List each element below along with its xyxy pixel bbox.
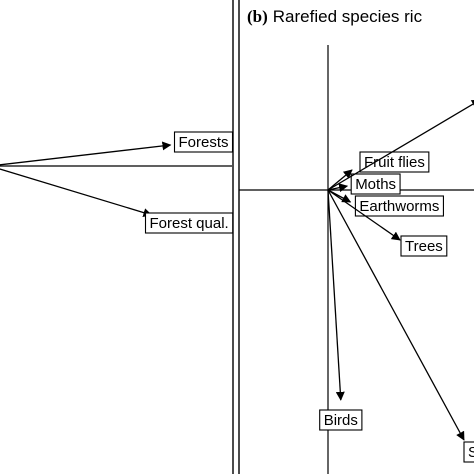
vector-label-box xyxy=(350,173,401,195)
right-panel: (b)Rarefied species ric Fruit fliesMoths… xyxy=(238,0,474,474)
vector-label: S xyxy=(463,441,474,463)
vector-arrow xyxy=(327,183,349,193)
right-panel-frame xyxy=(238,0,240,474)
vector-label: Trees xyxy=(400,235,448,257)
vector-label-text: Moths xyxy=(355,176,396,193)
vector-label: Forests xyxy=(173,131,234,153)
vector-label: Fruit flies xyxy=(359,151,430,173)
vector-label-text: Birds xyxy=(324,412,358,429)
vector-label-box xyxy=(354,195,444,217)
vector-arrow xyxy=(327,189,401,241)
vector-arrow xyxy=(327,169,353,191)
vector-label-text: Forest qual. xyxy=(150,215,229,232)
vector-label: Forest qual. xyxy=(144,212,234,234)
vector-label: Earthworms xyxy=(354,195,444,217)
right-panel-title: (b)Rarefied species ric xyxy=(247,7,423,26)
vector-label-box xyxy=(173,131,234,153)
vector-label-box xyxy=(319,409,363,431)
vector-label-text: S xyxy=(468,444,474,461)
vector-label: Birds xyxy=(319,409,363,431)
vector-label-box xyxy=(400,235,448,257)
vector-label: Moths xyxy=(350,173,401,195)
vector-label-box xyxy=(463,441,474,463)
vector-arrow xyxy=(327,189,345,401)
vector-arrow xyxy=(327,189,465,441)
vector-label-text: Earthworms xyxy=(359,198,439,215)
vector-arrow xyxy=(0,168,153,217)
left-panel-frame xyxy=(232,0,234,474)
vector-label-box xyxy=(144,212,234,234)
vector-label-text: Forests xyxy=(179,134,229,151)
vector-label-box xyxy=(359,151,430,173)
vector-label-text: Trees xyxy=(405,238,443,255)
vector-arrow xyxy=(327,99,474,191)
vector-label-text: Fruit flies xyxy=(364,154,425,171)
vector-arrow xyxy=(0,141,172,166)
